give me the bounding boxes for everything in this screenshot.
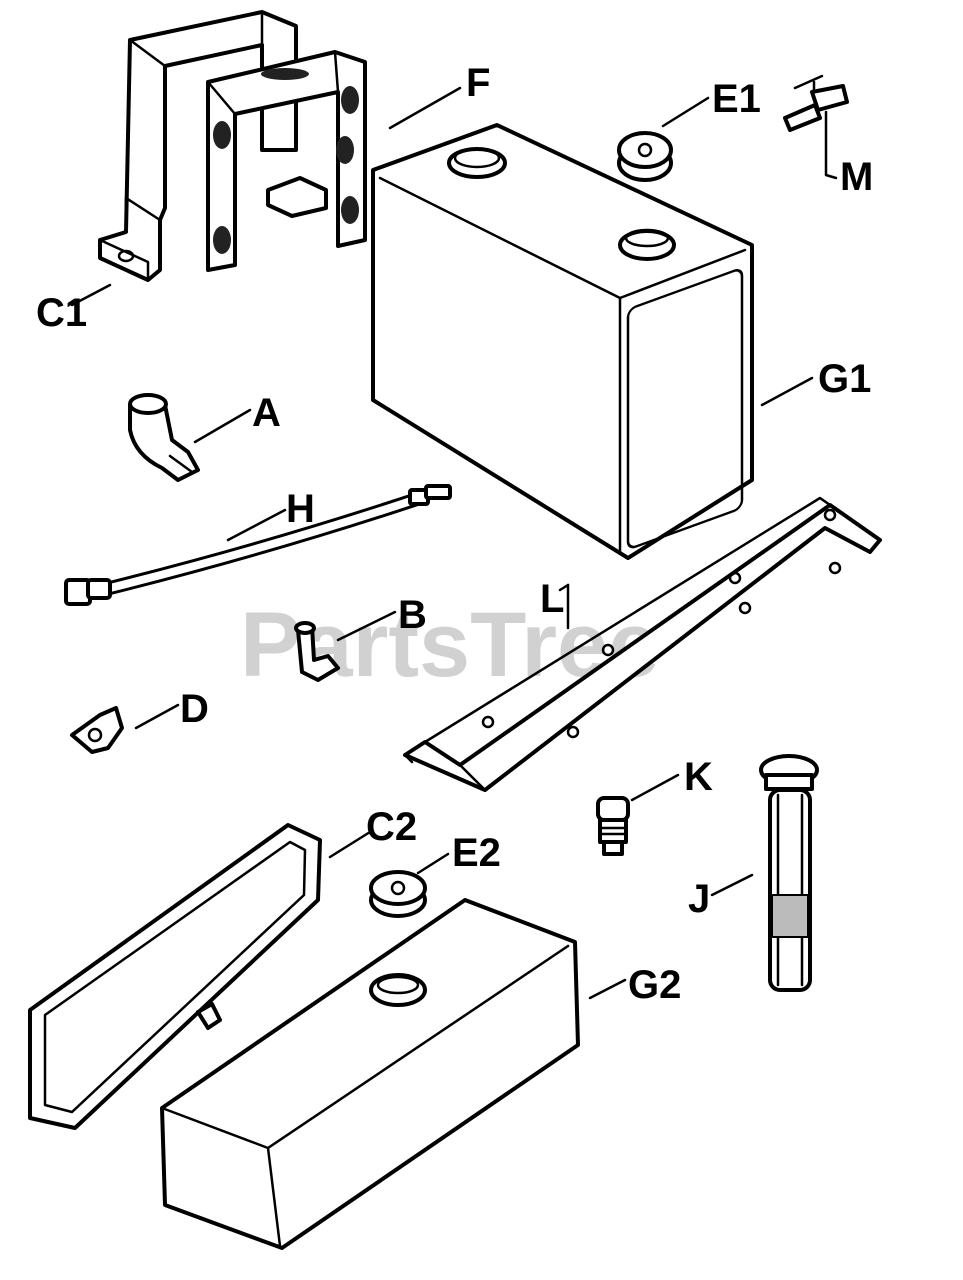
label-e2: E2: [452, 831, 501, 875]
label-k: K: [684, 755, 713, 799]
label-h: H: [286, 487, 315, 531]
label-a: A: [252, 391, 281, 435]
label-g1: G1: [818, 357, 871, 401]
label-c2: C2: [366, 805, 417, 849]
label-e1: E1: [712, 77, 761, 121]
clamp-d[interactable]: [70, 706, 124, 754]
tank-g1[interactable]: [371, 123, 754, 560]
valve-m[interactable]: [783, 74, 849, 180]
strap-c2[interactable]: [28, 823, 322, 1130]
cap-e1[interactable]: [617, 131, 673, 182]
fuel-line-h[interactable]: [64, 484, 452, 606]
strap-f[interactable]: [206, 50, 367, 272]
label-b: B: [398, 593, 427, 637]
callout-labels: C1 F E1 M G1 A H B L D K J C2 E2 G2: [36, 61, 873, 1007]
gauge-j[interactable]: [759, 754, 819, 992]
rail-l[interactable]: [403, 496, 882, 792]
label-l: L: [540, 577, 564, 621]
elbow-a[interactable]: [128, 393, 200, 482]
plug-k[interactable]: [596, 796, 630, 856]
tank-g2[interactable]: [160, 898, 580, 1250]
label-j: J: [688, 877, 710, 921]
label-g2: G2: [628, 963, 681, 1007]
label-c1: C1: [36, 291, 87, 335]
label-f: F: [466, 61, 490, 105]
bracket-c1[interactable]: [98, 10, 298, 282]
leader-lines: [70, 86, 814, 1000]
fitting-b[interactable]: [294, 621, 340, 682]
label-m: M: [840, 155, 873, 199]
label-d: D: [180, 687, 209, 731]
cap-e2[interactable]: [369, 870, 427, 918]
